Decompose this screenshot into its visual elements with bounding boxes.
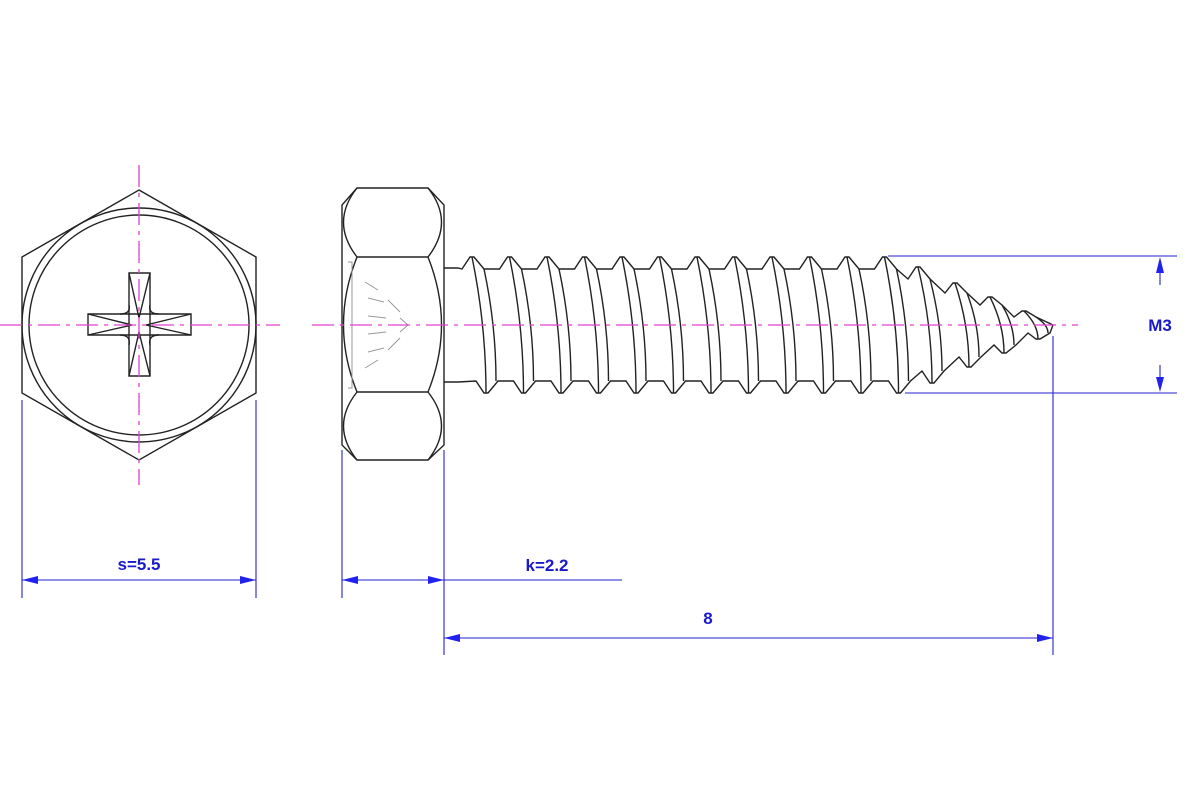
dimension-length: 8 — [444, 336, 1054, 655]
dimension-label-length: 8 — [703, 609, 712, 628]
dimension-label-thread: M3 — [1148, 316, 1172, 335]
head-front-view — [0, 165, 280, 485]
head-side-view — [341, 187, 445, 461]
dimension-label-k: k=2.2 — [525, 556, 568, 575]
dimension-k: k=2.2 — [341, 450, 622, 655]
dimension-label-s: s=5.5 — [117, 555, 160, 574]
dimension-s: s=5.5 — [21, 400, 257, 598]
dimension-thread: M3 — [888, 255, 1177, 394]
